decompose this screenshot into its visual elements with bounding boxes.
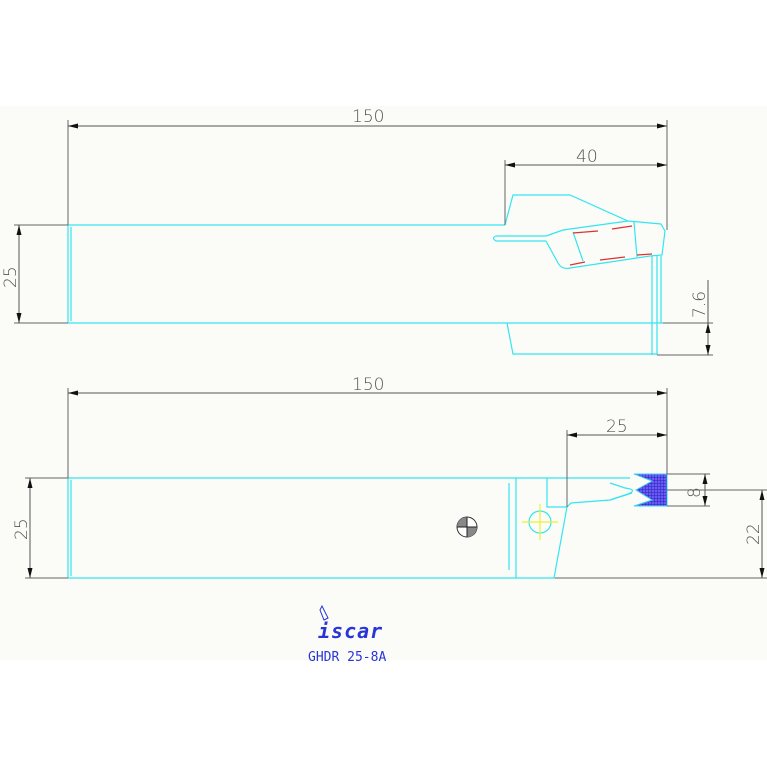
side-length-label: 150 xyxy=(352,375,384,395)
model-label: GHDR 25-8A xyxy=(308,650,386,665)
side-dim-overall: 150 xyxy=(67,375,668,478)
top-length-label: 150 xyxy=(352,107,384,127)
cutting-height-label: 22 xyxy=(744,523,764,545)
side-dim-cutting-height: 22 xyxy=(555,489,767,579)
top-head-length-label: 40 xyxy=(576,147,598,167)
top-view: 150 40 25 7.6 xyxy=(1,107,713,356)
insert-cutting-edge xyxy=(633,473,668,507)
side-view: 150 25 25 8 22 xyxy=(12,375,767,579)
top-offset-label: 7.6 xyxy=(690,291,710,318)
drawing-sheet xyxy=(0,106,767,660)
insert-width-label: 8 xyxy=(685,487,705,498)
side-head-length-label: 25 xyxy=(606,417,628,437)
brand-logo: iscar GHDR 25-8A xyxy=(308,604,386,665)
side-dim-head: 25 xyxy=(566,417,667,507)
top-dim-offset: 7.6 xyxy=(657,280,713,356)
top-dim-overall: 150 xyxy=(67,107,668,230)
top-height-label: 25 xyxy=(1,266,21,288)
top-dim-head: 40 xyxy=(504,147,667,225)
top-dim-height: 25 xyxy=(1,224,68,324)
side-height-label: 25 xyxy=(12,518,32,540)
clamp-screw-symbol xyxy=(456,516,478,538)
brand-name: iscar xyxy=(318,619,383,643)
top-shank xyxy=(67,194,666,355)
logo-accent-icon xyxy=(319,604,329,621)
side-shank xyxy=(67,473,668,579)
side-dim-height: 25 xyxy=(12,477,68,579)
